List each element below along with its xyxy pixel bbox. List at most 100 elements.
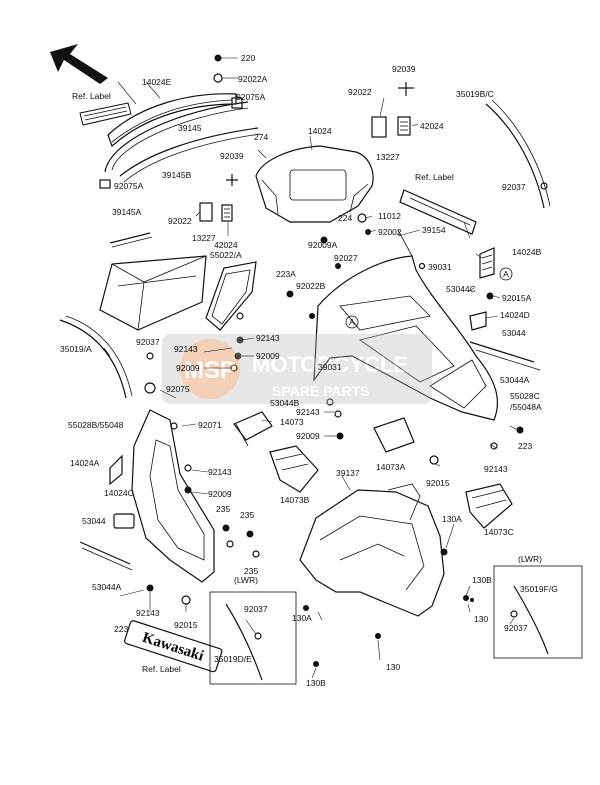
label-274: 274 <box>254 132 268 142</box>
label-11012: 11012 <box>378 211 401 221</box>
label-55028C: 55028C <box>510 391 540 401</box>
label-42024-a: 42024 <box>420 121 444 131</box>
label-39145A: 39145A <box>112 207 142 217</box>
label-130A-1: 130A <box>442 514 462 524</box>
trim-strip-35019BC <box>485 99 551 209</box>
watermark-title: MOTORCYCLE <box>252 352 408 377</box>
label-235-b: 235 <box>240 510 254 520</box>
label-92009A: 92009A <box>308 240 338 250</box>
label-92015-b: 92015 <box>174 620 198 630</box>
label-92039-a: 92039 <box>392 64 416 74</box>
trim-strip-39145A <box>109 232 153 248</box>
vent-14024C <box>113 513 135 529</box>
label-lwr-1: (LWR) <box>234 575 258 585</box>
label-130B-2: 130B <box>306 678 326 688</box>
label-235-a: 235 <box>216 504 230 514</box>
label-55028B-55048: 55028B/55048 <box>68 420 124 430</box>
watermark: MSP MOTORCYCLE SPARE PARTS <box>162 334 432 404</box>
bolt-220 <box>213 54 238 83</box>
label-39031-b: 39031 <box>318 362 342 372</box>
label-92071: 92071 <box>198 420 222 430</box>
label-92039-b: 92039 <box>220 151 244 161</box>
label-92143-a: 92143 <box>256 333 280 343</box>
label-92143-e: 92143 <box>484 464 508 474</box>
label-223-b: 223 <box>114 624 128 634</box>
trim-strip-53044-right <box>469 341 541 371</box>
air-duct-14073 <box>233 411 273 447</box>
callout-label: A <box>503 269 509 279</box>
label-42024-b: 42024 <box>214 240 238 250</box>
label-14024A: 14024A <box>70 458 100 468</box>
clip-92037-right <box>540 182 548 190</box>
label-ref-label-1: Ref. Label <box>72 91 111 101</box>
trim-strip-53044-left <box>79 541 133 571</box>
label-14073A: 14073A <box>376 462 406 472</box>
label-55022-A: 55022/A <box>210 250 242 260</box>
lwr-box-left <box>209 591 297 685</box>
watermark-subtitle: SPARE PARTS <box>272 383 370 399</box>
label-14024E: 14024E <box>142 77 172 87</box>
label-92143-f: 92143 <box>136 608 160 618</box>
label-130B-1: 130B <box>472 575 492 585</box>
label-92002: 92002 <box>378 227 402 237</box>
label-223A: 223A <box>276 269 296 279</box>
label-92037-d: 92037 <box>504 623 528 633</box>
label-53044C: 53044C <box>446 284 476 294</box>
label-13227-a: 13227 <box>376 152 400 162</box>
callout-label: A <box>349 317 355 327</box>
label-39154: 39154 <box>422 225 446 235</box>
label-92022: 92022 <box>348 87 372 97</box>
label-92075: 92075 <box>166 384 190 394</box>
label-39031-a: 39031 <box>428 262 452 272</box>
fairing-stay-39137 <box>299 483 445 617</box>
label-92075A-1: 92075A <box>236 92 266 102</box>
lower-fairing-left <box>131 409 215 583</box>
label-35019-A: 35019/A <box>60 344 92 354</box>
label-53044B: 53044B <box>270 398 300 408</box>
label-130A-2: 130A <box>292 613 312 623</box>
vent-14024A <box>109 454 123 486</box>
label-92143-d: 92143 <box>208 467 232 477</box>
label-14024D: 14024D <box>500 310 530 320</box>
label-224: 224 <box>338 213 352 223</box>
windshield-39154-left <box>99 255 207 331</box>
label-35019B-C: 35019B/C <box>456 89 494 99</box>
part-labels: 220 92022A 14024E Ref. Label 92075A 3914… <box>60 53 558 688</box>
label-92022-b: 92022 <box>168 216 192 226</box>
label-92009-c: 92009 <box>296 431 320 441</box>
label-14024: 14024 <box>308 126 332 136</box>
callout-a-right: A <box>499 267 513 281</box>
watermark-brand: MSP <box>184 357 236 384</box>
label-39145B: 39145B <box>162 170 192 180</box>
label-92037-b: 92037 <box>136 337 160 347</box>
meter-cover-14024 <box>255 145 374 223</box>
air-duct-14073C <box>465 483 513 529</box>
label-39145: 39145 <box>178 123 202 133</box>
label-92037-a: 92037 <box>502 182 526 192</box>
label-92022B: 92022B <box>296 281 326 291</box>
fastener-misc <box>146 213 524 667</box>
label-92037-c: 92037 <box>244 604 268 614</box>
grommet-92075A <box>99 97 243 189</box>
label-55048A: /55048A <box>510 402 542 412</box>
label-130: 130 <box>474 614 488 624</box>
damper-set-left <box>199 202 233 222</box>
label-14073: 14073 <box>280 417 304 427</box>
upper-fairing-55028 <box>313 229 498 421</box>
label-14024C: 14024C <box>104 488 134 498</box>
label-92015A: 92015A <box>502 293 532 303</box>
label-53044-b: 53044 <box>82 516 106 526</box>
label-14073B: 14073B <box>280 495 310 505</box>
label-130-b: 130 <box>386 662 400 672</box>
label-223-a: 223 <box>518 441 532 451</box>
label-92009-a: 92009 <box>256 351 280 361</box>
label-92143-b: 92143 <box>174 344 198 354</box>
lwr-box-right <box>493 565 583 659</box>
label-92075A-2: 92075A <box>114 181 144 191</box>
label-53044A-1: 53044A <box>500 375 530 385</box>
label-92027: 92027 <box>334 253 358 263</box>
ref-label-plate-1 <box>79 102 132 126</box>
label-220: 220 <box>241 53 255 63</box>
inner-panel-55022A <box>205 261 257 331</box>
label-92015: 92015 <box>426 478 450 488</box>
